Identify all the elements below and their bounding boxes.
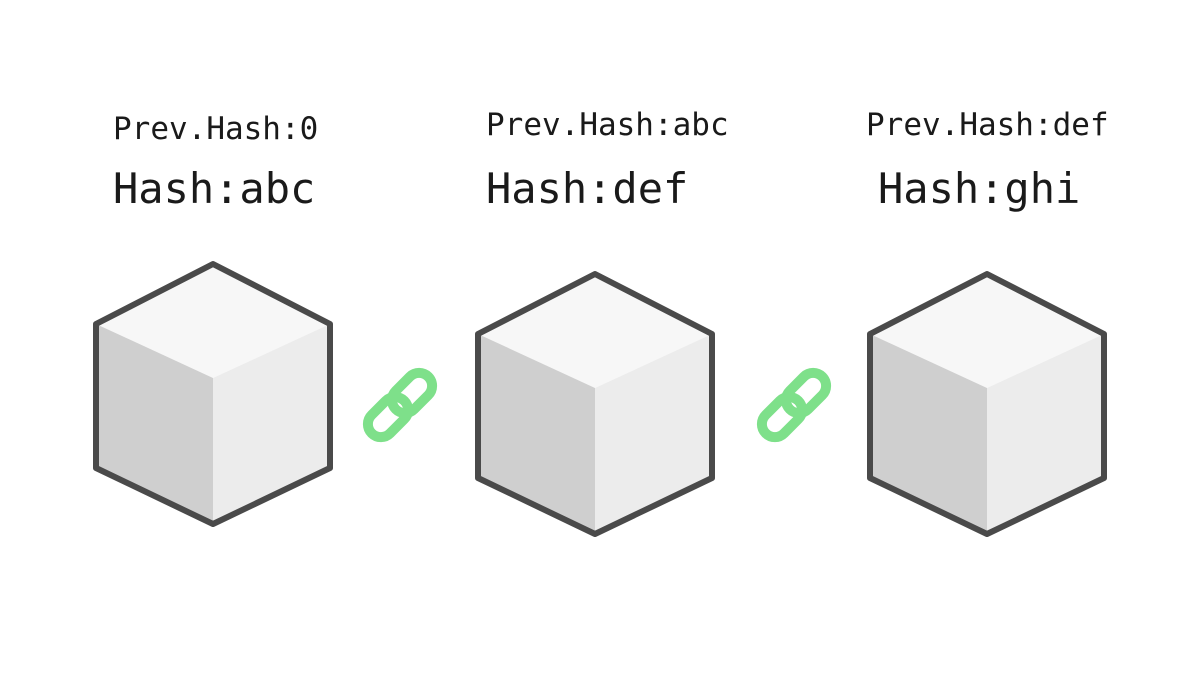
block-1-prev-hash: Prev.Hash:0 — [113, 111, 319, 147]
block-1-cube-icon — [93, 261, 333, 527]
block-3-prev-hash: Prev.Hash:def — [866, 107, 1109, 143]
block-1-hash: Hash:abc — [113, 164, 316, 213]
chain-link-icon — [756, 367, 832, 443]
block-2-cube-icon — [475, 271, 715, 537]
chain-link-icon — [362, 367, 438, 443]
block-3-hash: Hash:ghi — [878, 164, 1081, 213]
block-3-cube-icon — [867, 271, 1107, 537]
block-2-hash: Hash:def — [486, 164, 689, 213]
block-2-prev-hash: Prev.Hash:abc — [486, 107, 729, 143]
